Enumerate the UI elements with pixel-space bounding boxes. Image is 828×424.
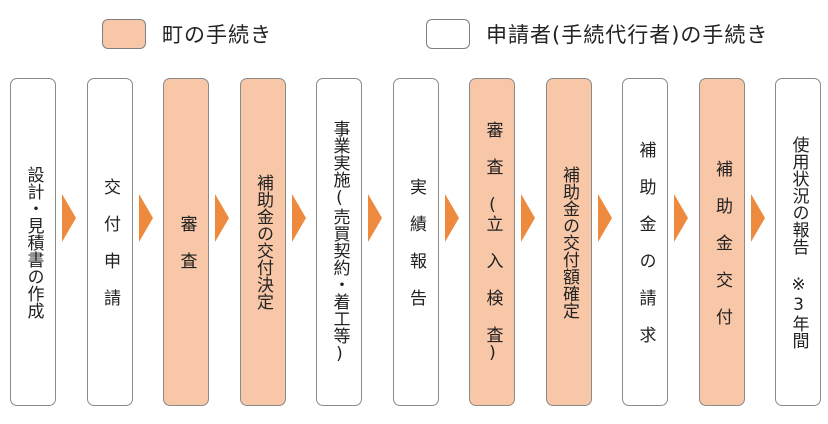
step-label: 実 績 報 告 <box>406 178 426 306</box>
step-review: 審 査 <box>163 78 209 406</box>
arrow-right-icon <box>368 194 382 242</box>
legend-item-applicant: 申請者(手続代行者)の手続き <box>426 14 768 54</box>
legend-label-town: 町の手続き <box>162 23 272 47</box>
arrow-right-icon <box>62 194 76 242</box>
step-label: 補 助 金 交 付 <box>712 159 732 325</box>
legend-swatch-town <box>102 19 146 49</box>
step-label: 使用状況の報告 ※3年間 <box>788 135 809 349</box>
step-amount-confirmation: 補助金の交付額確定 <box>545 78 592 406</box>
arrow-right-icon <box>521 194 535 242</box>
legend-item-town: 町の手続き <box>102 14 272 54</box>
step-label: 補 助 金 の 請 求 <box>635 141 656 343</box>
step-label: 審 査 <box>176 215 197 269</box>
legend-swatch-applicant <box>426 19 470 49</box>
arrow-right-icon <box>750 194 765 242</box>
process-flow: 設計・見積書の作成 交 付 申 請 審 査 補助金の交付決定 事業実施(売買契約… <box>0 78 828 408</box>
step-performance-report: 実 績 報 告 <box>392 78 439 406</box>
step-grant-request: 補 助 金 の 請 求 <box>622 78 668 406</box>
step-label: 交 付 申 請 <box>100 178 120 306</box>
arrow-right-icon <box>597 194 612 242</box>
step-review-inspection: 審 査 (立 入 検 査) <box>469 78 515 406</box>
step-grant-decision: 補助金の交付決定 <box>239 78 286 406</box>
arrow-right-icon <box>674 194 688 242</box>
step-grant-payment: 補 助 金 交 付 <box>698 78 745 406</box>
arrow-right-icon <box>291 194 306 242</box>
arrow-right-icon <box>138 194 153 242</box>
step-label: 事業実施(売買契約・着工等) <box>329 120 350 364</box>
legend: 町の手続き 申請者(手続代行者)の手続き <box>0 14 828 54</box>
arrow-right-icon <box>444 194 459 242</box>
legend-label-applicant: 申請者(手続代行者)の手続き <box>486 23 769 47</box>
step-usage-report: 使用状況の報告 ※3年間 <box>775 78 821 406</box>
step-project-execution: 事業実施(売買契約・着工等) <box>316 78 362 406</box>
step-grant-application: 交 付 申 請 <box>86 78 133 406</box>
step-label: 審 査 (立 入 検 査) <box>482 121 503 363</box>
step-design-estimate: 設計・見積書の作成 <box>10 78 56 406</box>
arrow-right-icon <box>215 194 229 242</box>
step-label: 補助金の交付決定 <box>253 174 273 310</box>
step-label: 補助金の交付額確定 <box>559 165 579 319</box>
step-label: 設計・見積書の作成 <box>23 165 44 319</box>
